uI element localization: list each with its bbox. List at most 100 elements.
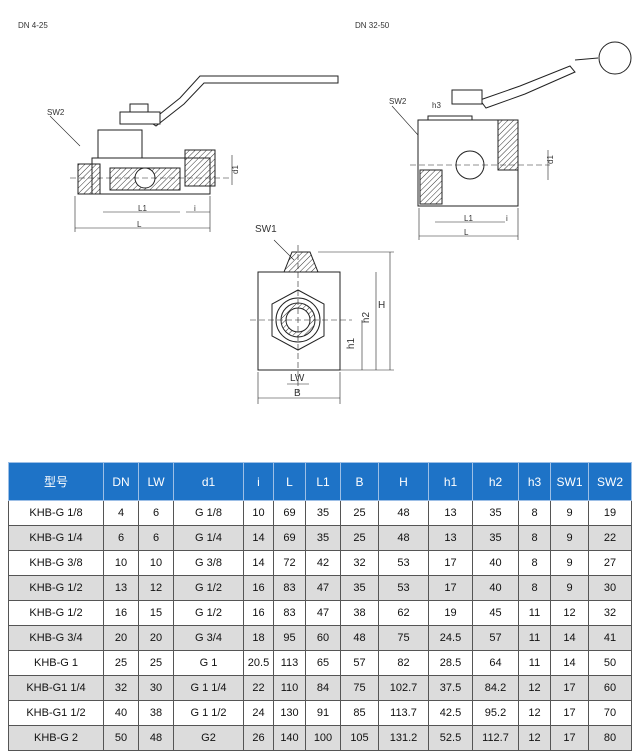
table-cell: KHB-G 3/8 <box>8 550 104 576</box>
label-d1-left: d1 <box>230 165 240 174</box>
table-cell: 25 <box>340 500 379 526</box>
table-cell: 57 <box>340 650 379 676</box>
label-lw: LW <box>290 373 305 384</box>
col-header: L1 <box>305 462 341 501</box>
table-cell: 12 <box>518 675 551 701</box>
label-i-right: i <box>506 214 508 223</box>
table-cell: 35 <box>340 575 379 601</box>
table-cell: 53 <box>378 575 429 601</box>
col-header: H <box>378 462 429 501</box>
table-cell: 14 <box>243 550 274 576</box>
table-cell: 110 <box>273 675 306 701</box>
label-h3-right: h3 <box>432 101 441 110</box>
table-cell: 14 <box>243 525 274 551</box>
table-cell: 113.7 <box>378 700 429 726</box>
table-cell: 13 <box>428 500 473 526</box>
table-cell: 48 <box>378 525 429 551</box>
table-cell: KHB-G 1/4 <box>8 525 104 551</box>
label-l-right: L <box>464 228 469 237</box>
table-cell: 62 <box>378 600 429 626</box>
table-cell: 12 <box>138 575 174 601</box>
table-cell: 8 <box>518 525 551 551</box>
table-cell: 42 <box>305 550 341 576</box>
table-cell: 22 <box>588 525 632 551</box>
table-cell: 40 <box>472 550 519 576</box>
table-cell: G 3/4 <box>173 625 244 651</box>
col-header: B <box>340 462 379 501</box>
table-cell: 10 <box>243 500 274 526</box>
table-cell: 9 <box>550 500 589 526</box>
valve-side-view-large <box>391 41 632 240</box>
table-cell: G 1/2 <box>173 600 244 626</box>
table-cell: 64 <box>472 650 519 676</box>
table-cell: 10 <box>103 550 139 576</box>
label-sw1: SW1 <box>255 224 277 235</box>
table-cell: 16 <box>103 600 139 626</box>
table-cell: 30 <box>138 675 174 701</box>
table-cell: 25 <box>103 650 139 676</box>
table-cell: 48 <box>378 500 429 526</box>
table-cell: 40 <box>472 575 519 601</box>
label-l1-right: L1 <box>464 214 473 223</box>
col-header: LW <box>138 462 174 501</box>
table-cell: 9 <box>550 525 589 551</box>
col-header: DN <box>103 462 139 501</box>
table-cell: 35 <box>305 525 341 551</box>
table-cell: 10 <box>138 550 174 576</box>
col-header: i <box>243 462 274 501</box>
col-header: SW1 <box>550 462 589 501</box>
table-cell: 41 <box>588 625 632 651</box>
table-cell: 17 <box>550 725 589 751</box>
table-cell: 60 <box>588 675 632 701</box>
table-cell: 42.5 <box>428 700 473 726</box>
table-cell: 8 <box>518 550 551 576</box>
table-cell: 100 <box>305 725 341 751</box>
table-cell: 35 <box>305 500 341 526</box>
table-header-row: 型号 DN LW d1 i L L1 B H h1 h2 h3 SW1 SW2 <box>8 462 632 501</box>
table-cell: 40 <box>103 700 139 726</box>
table-cell: G 1/2 <box>173 575 244 601</box>
table-cell: 85 <box>340 700 379 726</box>
table-cell: 17 <box>428 575 473 601</box>
table-cell: G2 <box>173 725 244 751</box>
table-cell: 45 <box>472 600 519 626</box>
table-cell: 11 <box>518 625 551 651</box>
table-cell: 50 <box>103 725 139 751</box>
table-cell: 6 <box>138 500 174 526</box>
table-cell: 8 <box>518 575 551 601</box>
table-cell: KHB-G 1/8 <box>8 500 104 526</box>
table-cell: 52.5 <box>428 725 473 751</box>
table-cell: 57 <box>472 625 519 651</box>
table-cell: 9 <box>550 575 589 601</box>
table-cell: 17 <box>428 550 473 576</box>
spec-table: 型号 DN LW d1 i L L1 B H h1 h2 h3 SW1 SW2 … <box>8 462 632 751</box>
table-cell: 30 <box>588 575 632 601</box>
heading-dn-4-25: DN 4-25 <box>18 21 48 30</box>
label-h2: h2 <box>361 311 373 324</box>
label-h: H <box>378 300 386 311</box>
table-cell: 14 <box>550 650 589 676</box>
table-cell: 91 <box>305 700 341 726</box>
heading-dn-32-50: DN 32-50 <box>355 21 390 30</box>
table-cell: 82 <box>378 650 429 676</box>
table-cell: 6 <box>138 525 174 551</box>
table-cell: 18 <box>243 625 274 651</box>
table-cell: KHB-G1 1/4 <box>8 675 104 701</box>
table-cell: 25 <box>138 650 174 676</box>
table-cell: 60 <box>305 625 341 651</box>
table-cell: 95 <box>273 625 306 651</box>
table-cell: 17 <box>550 675 589 701</box>
table-cell: 6 <box>103 525 139 551</box>
label-sw2-left: SW2 <box>47 108 65 117</box>
table-cell: 130 <box>273 700 306 726</box>
table-cell: 20 <box>103 625 139 651</box>
label-l1-left: L1 <box>138 204 147 213</box>
table-cell: 11 <box>518 600 551 626</box>
table-cell: 32 <box>103 675 139 701</box>
col-header: h3 <box>518 462 551 501</box>
